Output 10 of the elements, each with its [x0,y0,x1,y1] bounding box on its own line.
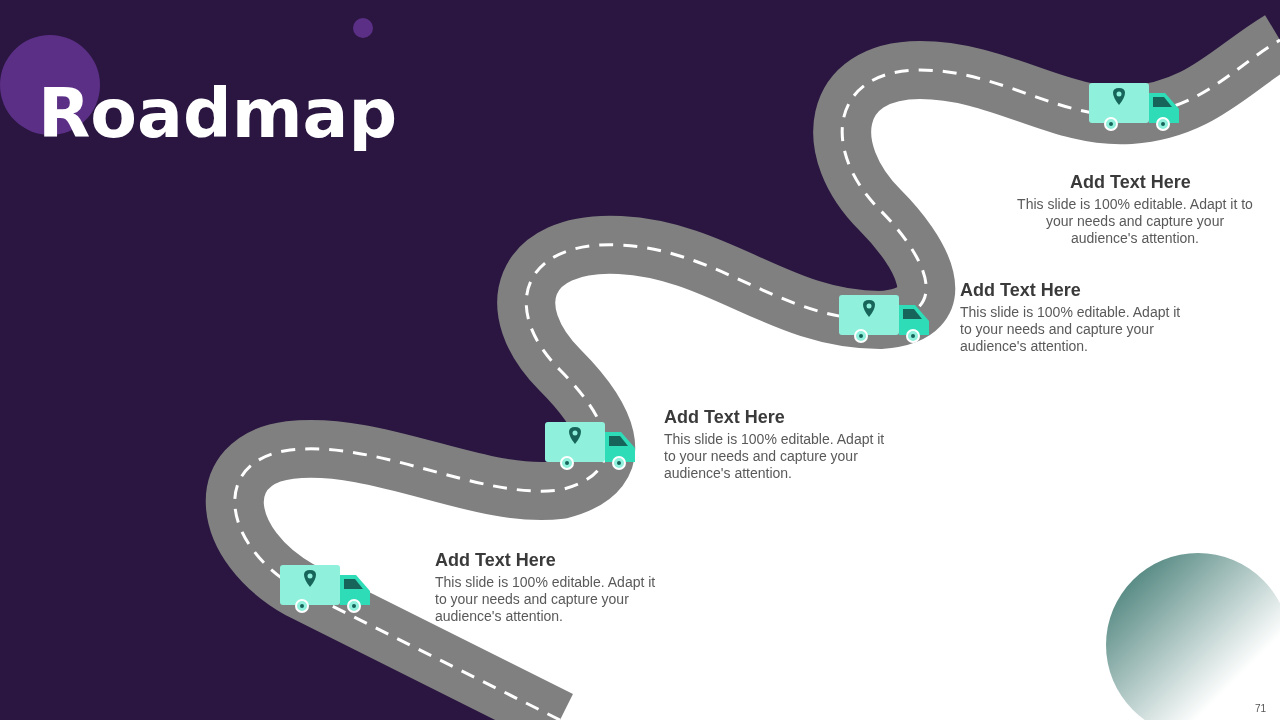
step-description: This slide is 100% editable. Adapt it to your needs and capture your audience's attention. [1016,196,1254,247]
page-number: 71 [1255,703,1267,714]
slide-title: Roadmap [38,74,398,153]
step-heading: Add Text Here [1070,172,1191,193]
step-description: This slide is 100% editable. Adapt it to your needs and capture your audience's attention. [960,304,1182,355]
step-description: This slide is 100% editable. Adapt it to your needs and capture your audience's attention. [664,431,886,482]
step-heading: Add Text Here [960,280,1081,301]
step-heading: Add Text Here [664,407,785,428]
step-description: This slide is 100% editable. Adapt it to your needs and capture your audience's attention. [435,574,657,625]
step-heading: Add Text Here [435,550,556,571]
